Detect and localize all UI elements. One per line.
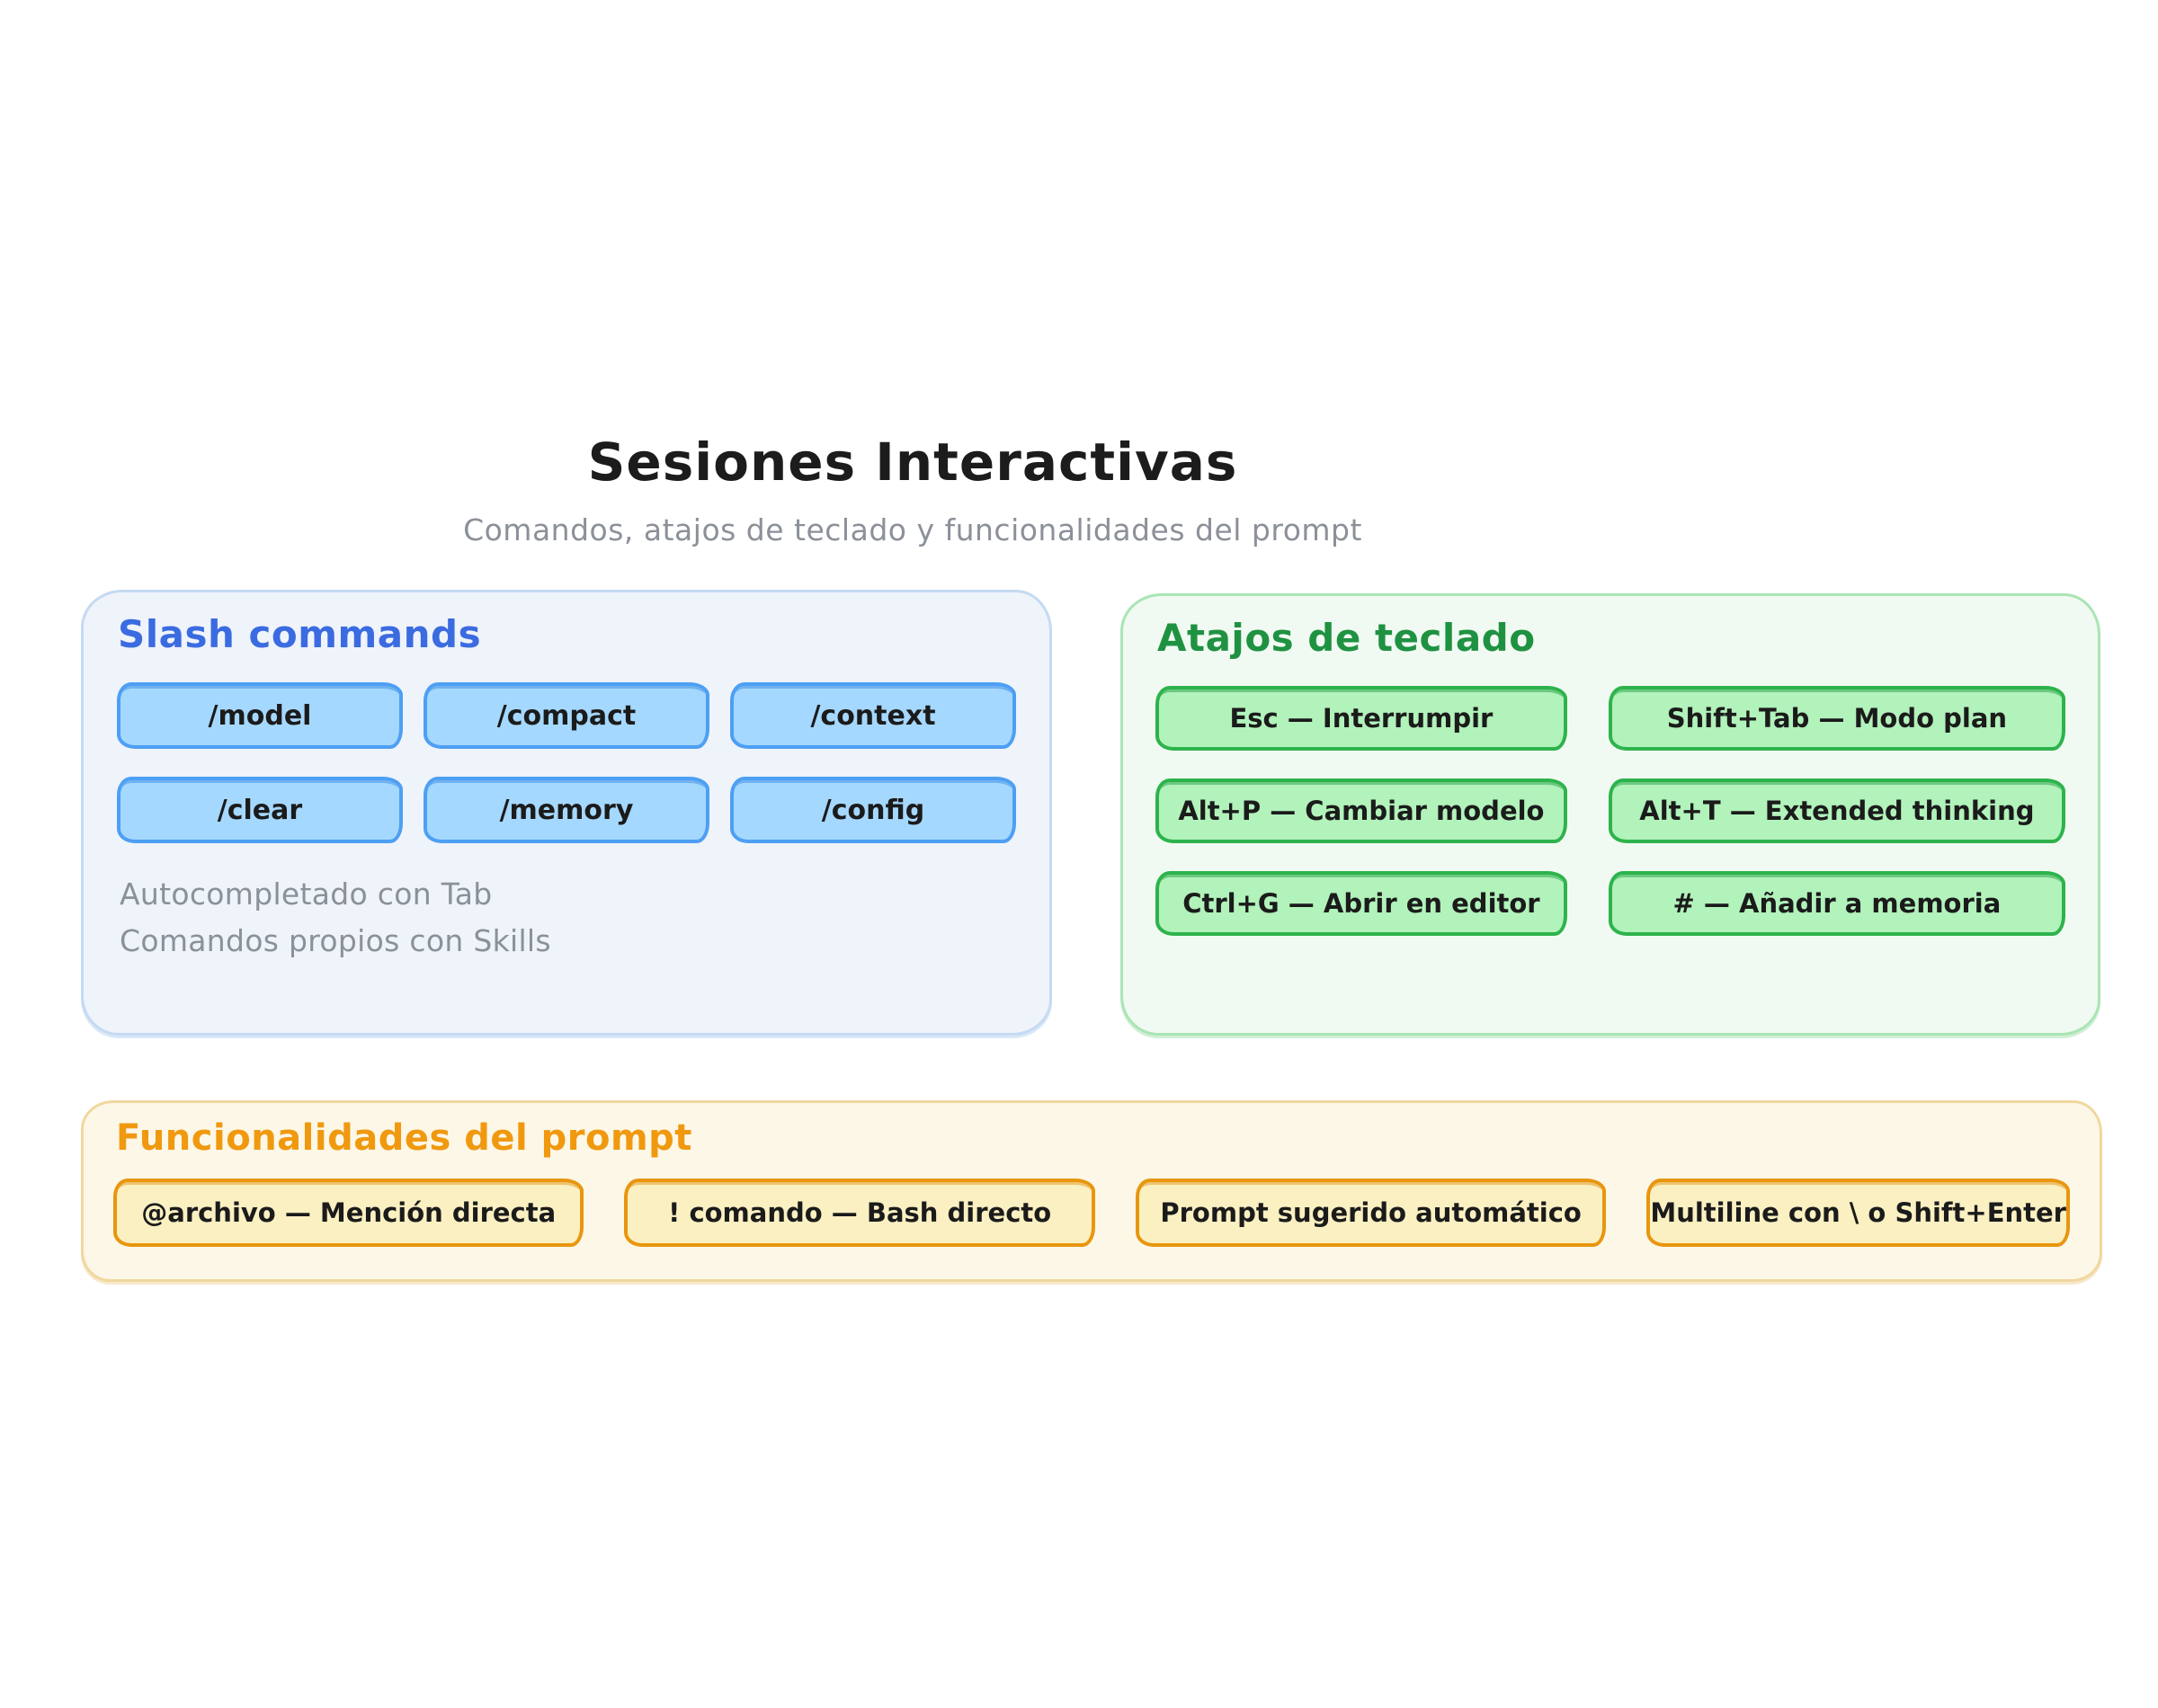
prompt-features-title: Funcionalidades del prompt (116, 1117, 692, 1159)
keyboard-shortcuts-title: Atajos de teclado (1157, 616, 1536, 660)
page-subtitle: Comandos, atajos de teclado y funcionali… (463, 512, 1362, 547)
page-title: Sesiones Interactivas (587, 431, 1238, 493)
shortcut-pill: Esc — Interrumpir (1155, 686, 1567, 751)
keyboard-shortcuts-panel: Atajos de teclado Esc — Interrumpir Shif… (1120, 593, 2100, 1036)
prompt-features-grid: @archivo — Mención directa ! comando — B… (113, 1179, 2070, 1247)
shortcut-pill: # — Añadir a memoria (1608, 871, 2065, 936)
diagram-header: Sesiones Interactivas Comandos, atajos d… (0, 431, 1825, 547)
shortcut-pill: Ctrl+G — Abrir en editor (1155, 871, 1567, 936)
slash-command-pill: /config (730, 777, 1016, 843)
slash-commands-notes: Autocompletado con Tab Comandos propios … (120, 876, 551, 970)
feature-pill: ! comando — Bash directo (624, 1179, 1095, 1247)
slash-commands-title: Slash commands (118, 612, 482, 656)
slash-commands-panel: Slash commands /model /compact /context … (81, 590, 1052, 1036)
shortcut-pill: Alt+P — Cambiar modelo (1155, 778, 1567, 843)
slash-command-pill: /model (117, 682, 403, 749)
feature-pill: Prompt sugerido automático (1135, 1179, 1607, 1247)
feature-pill: @archivo — Mención directa (113, 1179, 584, 1247)
note-line: Comandos propios con Skills (120, 923, 551, 958)
note-line: Autocompletado con Tab (120, 876, 493, 912)
feature-pill: Multiline con \ o Shift+Enter (1646, 1179, 2070, 1247)
slash-command-pill: /context (730, 682, 1016, 749)
keyboard-shortcuts-grid: Esc — Interrumpir Shift+Tab — Modo plan … (1155, 686, 2065, 936)
shortcut-pill: Shift+Tab — Modo plan (1608, 686, 2065, 751)
slash-commands-grid: /model /compact /context /clear /memory … (117, 682, 1016, 843)
prompt-features-panel: Funcionalidades del prompt @archivo — Me… (81, 1100, 2102, 1282)
slash-command-pill: /memory (424, 777, 709, 843)
slash-command-pill: /clear (117, 777, 403, 843)
shortcut-pill: Alt+T — Extended thinking (1608, 778, 2065, 843)
slash-command-pill: /compact (424, 682, 709, 749)
